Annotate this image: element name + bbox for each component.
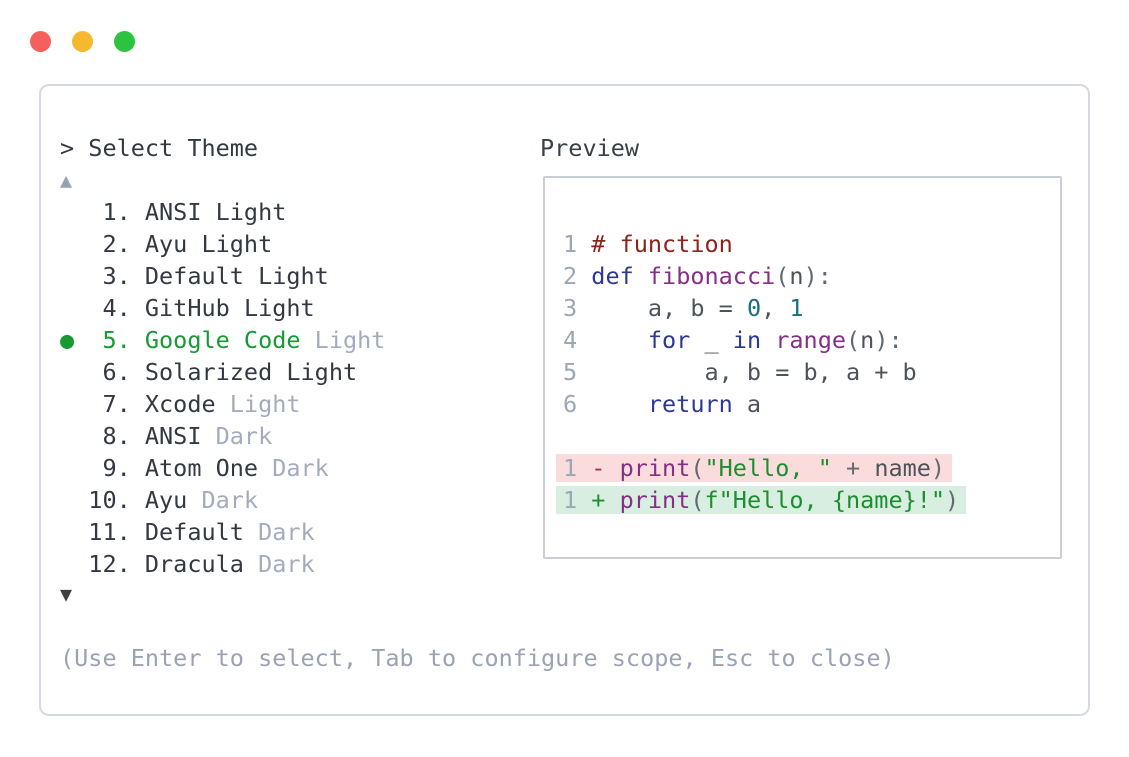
theme-list-item[interactable]: 4. GitHub Light bbox=[60, 292, 385, 324]
line-number: 6 bbox=[563, 390, 592, 418]
theme-item-number: 10. bbox=[60, 486, 145, 514]
scroll-down-icon[interactable]: ▼ bbox=[60, 582, 73, 606]
theme-list-item[interactable]: 10. Ayu Dark bbox=[60, 484, 385, 516]
code-line: 5 a, b = b, a + b bbox=[563, 358, 917, 386]
select-theme-prompt: > Select Theme bbox=[60, 134, 259, 162]
line-number: 1 bbox=[563, 454, 592, 482]
code-line: 6 return a bbox=[563, 390, 762, 418]
code-line bbox=[563, 420, 959, 452]
theme-list: 1. ANSI Light 2. Ayu Light 3. Default Li… bbox=[60, 196, 385, 580]
theme-item-number: 6. bbox=[60, 358, 145, 386]
help-text: (Use Enter to select, Tab to configure s… bbox=[60, 644, 895, 672]
theme-item-name: Ayu bbox=[144, 486, 202, 514]
theme-list-item[interactable]: ● 5. Google Code Light bbox=[60, 324, 385, 356]
theme-item-variant: Dark bbox=[258, 550, 315, 578]
theme-item-name: Atom One bbox=[144, 454, 273, 482]
theme-item-number: 12. bbox=[60, 550, 145, 578]
diff-code-line: 1 + print(f"Hello, {name}!") bbox=[556, 484, 967, 516]
theme-item-number: 5. bbox=[60, 326, 145, 354]
theme-list-item[interactable]: 8. ANSI Dark bbox=[60, 420, 385, 452]
theme-item-variant: Dark bbox=[201, 486, 259, 514]
theme-item-name: Default bbox=[144, 518, 259, 546]
theme-list-item[interactable]: 12. Dracula Dark bbox=[60, 548, 385, 580]
theme-item-name: Default bbox=[144, 262, 259, 290]
theme-item-variant: Light bbox=[201, 230, 273, 258]
theme-item-name: Xcode bbox=[144, 390, 230, 418]
theme-item-number: 11. bbox=[60, 518, 145, 546]
theme-list-item[interactable]: 11. Default Dark bbox=[60, 516, 385, 548]
code-preview: 1 # function 2 def fibonacci(n): 3 a, b = … bbox=[556, 228, 967, 516]
theme-item-number: 1. bbox=[60, 198, 145, 226]
theme-item-name: Ayu bbox=[144, 230, 202, 258]
line-number: 2 bbox=[563, 262, 592, 290]
selected-indicator-icon: ● bbox=[60, 326, 75, 354]
theme-item-number: 3. bbox=[60, 262, 145, 290]
theme-item-number: 7. bbox=[60, 390, 145, 418]
preview-label: Preview bbox=[540, 134, 640, 162]
theme-item-number: 9. bbox=[60, 454, 145, 482]
theme-item-number: 4. bbox=[60, 294, 145, 322]
theme-item-number: 8. bbox=[60, 422, 145, 450]
theme-item-name: GitHub bbox=[144, 294, 244, 322]
line-number: 3 bbox=[563, 294, 592, 322]
theme-item-name: ANSI bbox=[144, 198, 216, 226]
theme-list-item[interactable]: 1. ANSI Light bbox=[60, 196, 385, 228]
theme-list-item[interactable]: 9. Atom One Dark bbox=[60, 452, 385, 484]
theme-item-variant: Dark bbox=[258, 518, 315, 546]
theme-item-variant: Dark bbox=[272, 454, 329, 482]
scroll-up-icon[interactable]: ▲ bbox=[60, 168, 73, 192]
code-line: 1 # function bbox=[563, 230, 733, 258]
code-line: 4 for _ in range(n): bbox=[563, 326, 903, 354]
preview-box: 1 # function 2 def fibonacci(n): 3 a, b = … bbox=[543, 176, 1062, 559]
code-line: 3 a, b = 0, 1 bbox=[563, 294, 804, 322]
close-button-icon[interactable] bbox=[30, 31, 51, 52]
theme-item-name: Google Code bbox=[144, 326, 315, 354]
theme-item-name: Dracula bbox=[144, 550, 259, 578]
theme-list-item[interactable]: 3. Default Light bbox=[60, 260, 385, 292]
theme-list-item[interactable]: 2. Ayu Light bbox=[60, 228, 385, 260]
zoom-button-icon[interactable] bbox=[114, 31, 135, 52]
code-line: 2 def fibonacci(n): bbox=[563, 262, 832, 290]
theme-item-name: ANSI bbox=[144, 422, 216, 450]
theme-item-name: Solarized bbox=[144, 358, 287, 386]
line-number: 5 bbox=[563, 358, 592, 386]
theme-item-variant: Light bbox=[286, 358, 358, 386]
theme-item-variant: Light bbox=[258, 262, 329, 290]
theme-list-item[interactable]: 7. Xcode Light bbox=[60, 388, 385, 420]
theme-item-variant: Light bbox=[215, 198, 287, 226]
diff-code-line: 1 - print("Hello, " + name) bbox=[556, 452, 959, 484]
theme-item-number: 2. bbox=[60, 230, 145, 258]
theme-item-variant: Light bbox=[314, 326, 386, 354]
theme-list-item[interactable]: 6. Solarized Light bbox=[60, 356, 385, 388]
line-number: 1 bbox=[563, 486, 592, 514]
theme-picker-panel: > Select Theme ▲ 1. ANSI Light 2. Ayu Li… bbox=[39, 84, 1090, 716]
line-number: 4 bbox=[563, 326, 592, 354]
theme-item-variant: Dark bbox=[215, 422, 273, 450]
minimize-button-icon[interactable] bbox=[72, 31, 93, 52]
theme-item-variant: Light bbox=[229, 390, 301, 418]
theme-item-variant: Light bbox=[243, 294, 315, 322]
line-number: 1 bbox=[563, 230, 592, 258]
